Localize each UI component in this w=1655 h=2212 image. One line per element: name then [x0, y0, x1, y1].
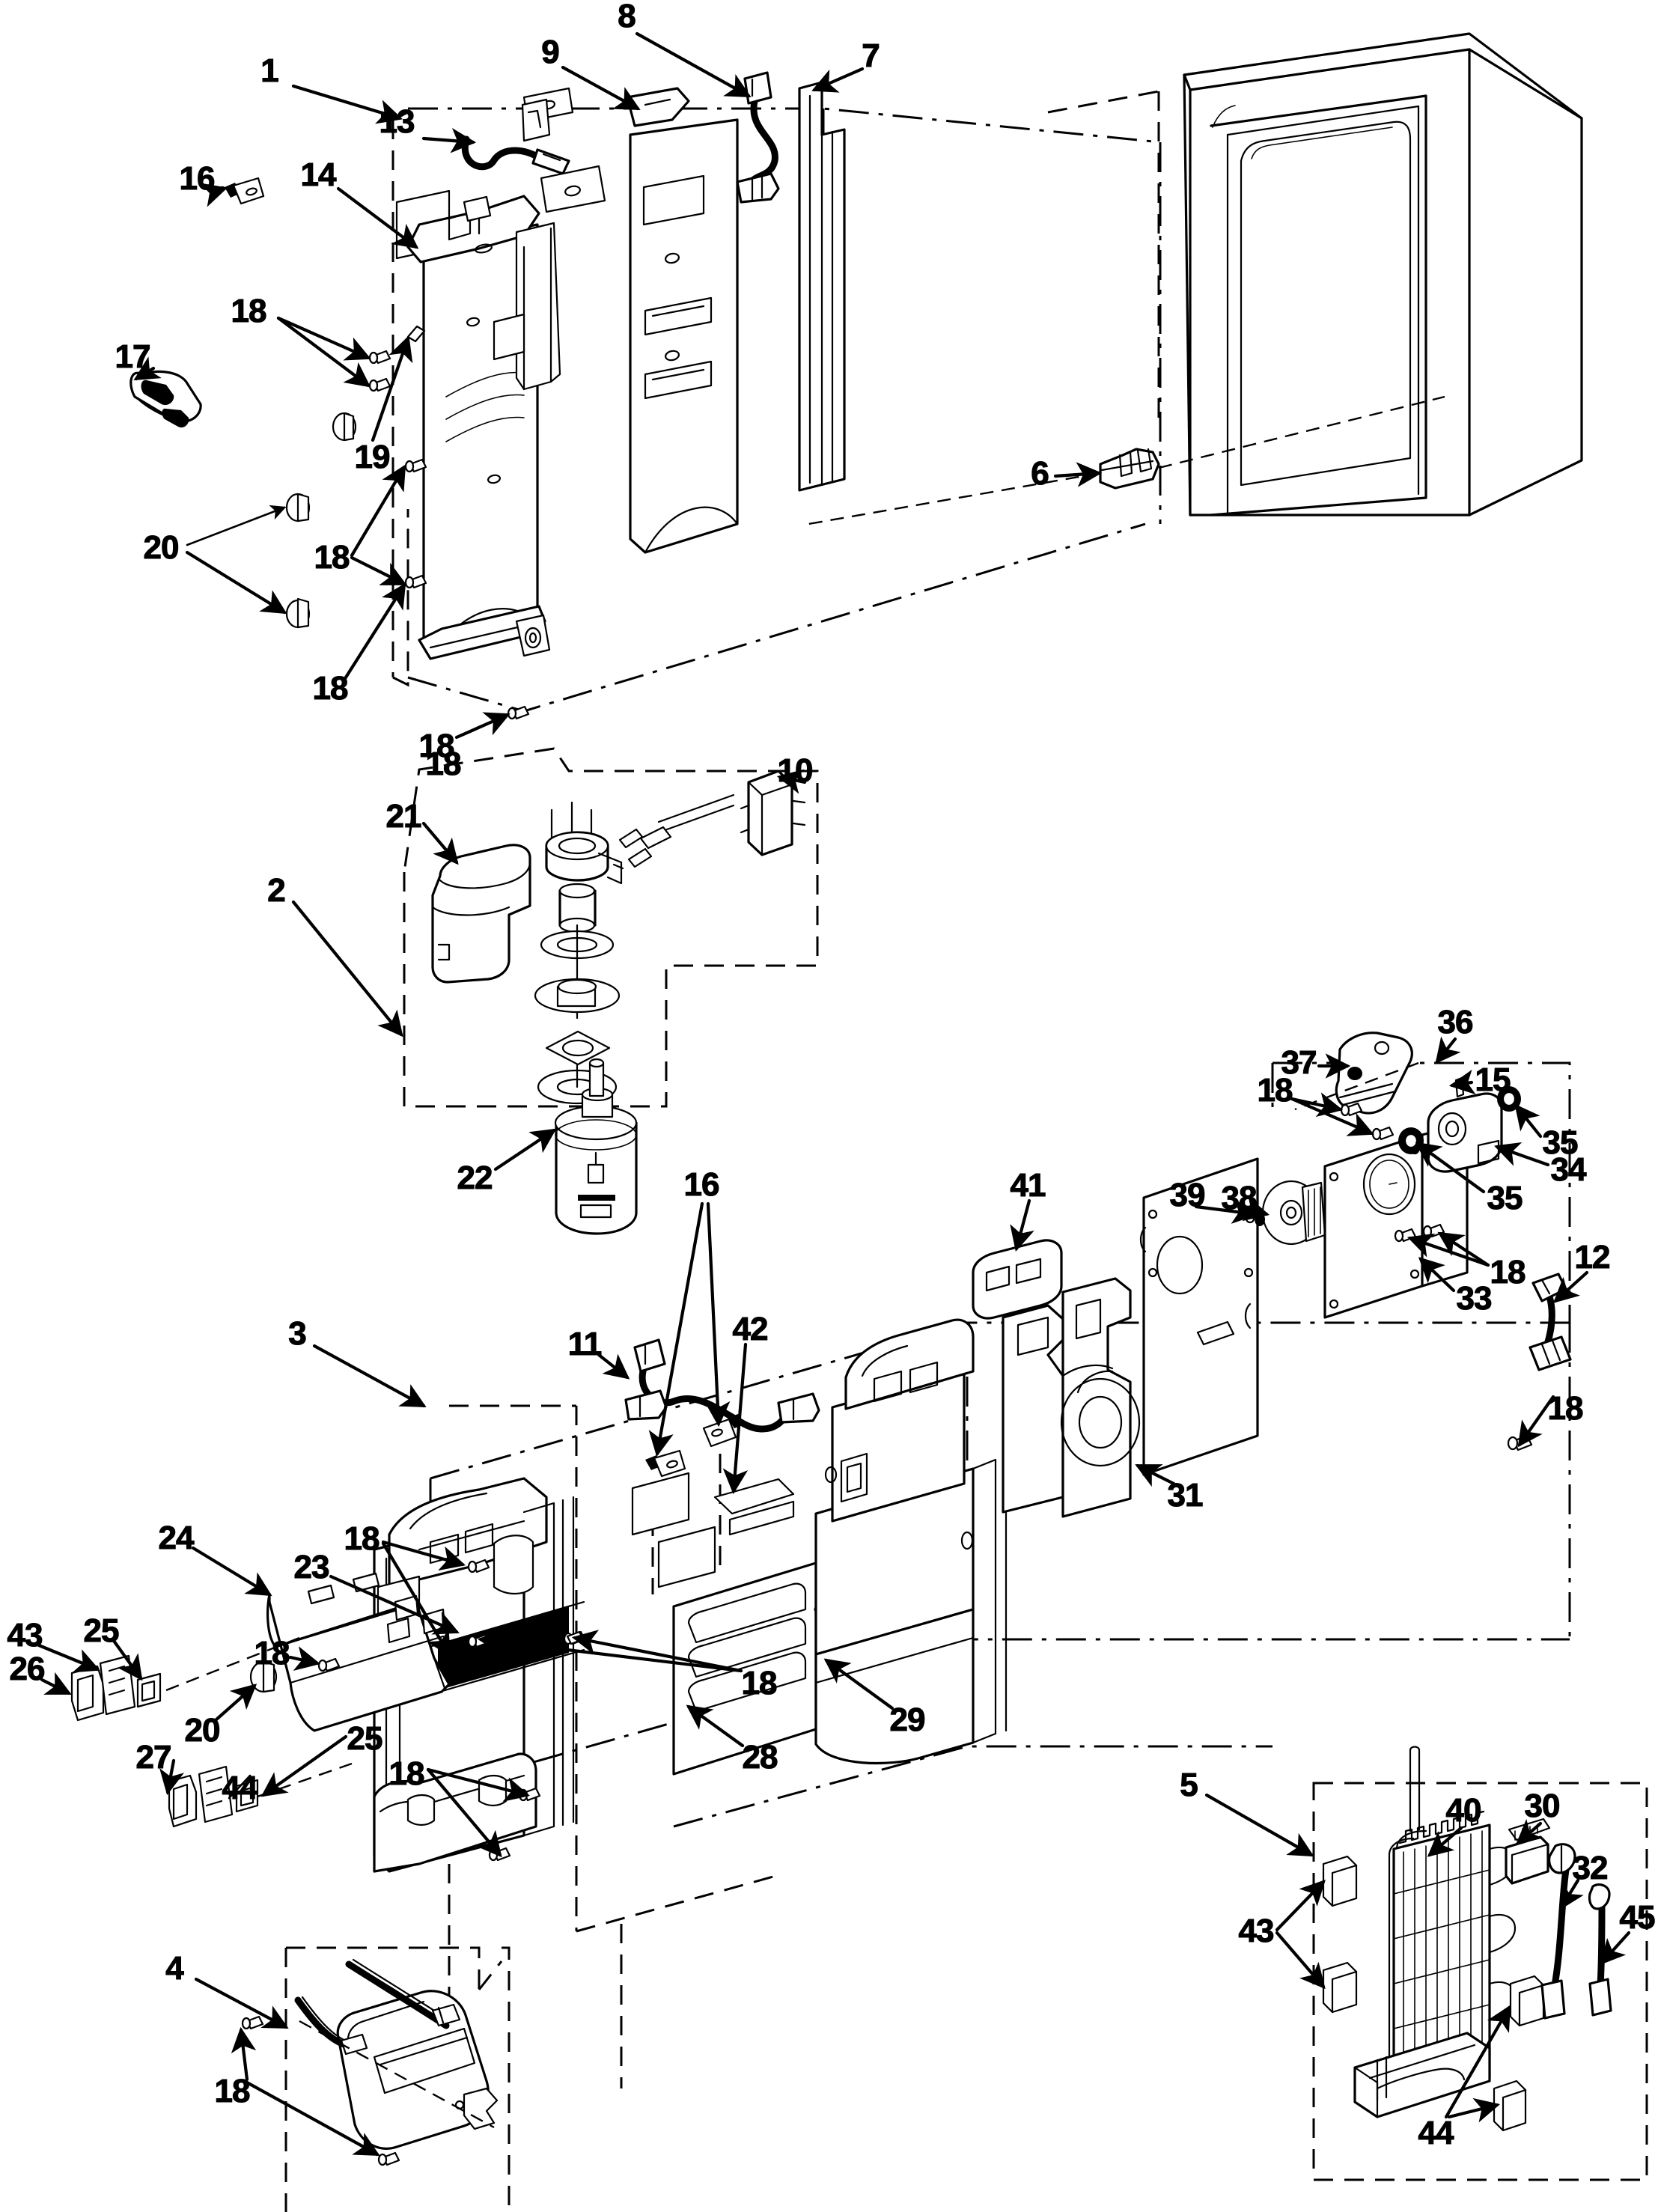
callout-18-screw[interactable]: 18 — [1257, 1072, 1293, 1109]
callout-19-handle-spacer[interactable]: 19 — [354, 439, 391, 475]
callout-20-hole-plug-cap[interactable]: 20 — [143, 529, 180, 566]
wire-harness-11 — [624, 1338, 820, 1433]
callout-8-dispenser-wire-harness[interactable]: 8 — [618, 0, 637, 34]
callout-44-clip[interactable]: 44 — [1418, 2115, 1454, 2151]
callout-35-grommet[interactable]: 35 — [1487, 1180, 1523, 1216]
callout-18-screw[interactable]: 18 — [1490, 1254, 1526, 1291]
callout-14-door-handle-top-cap[interactable]: 14 — [300, 156, 337, 193]
callout-18-screw[interactable]: 18 — [388, 1755, 425, 1792]
door-stopper-catch — [1099, 448, 1160, 490]
callout-9-hinge-bracket-upper[interactable]: 9 — [541, 34, 561, 70]
fan-motor-bracket — [1335, 1032, 1413, 1115]
callout-18-screw[interactable]: 18 — [344, 1520, 380, 1557]
door-lower-hinge — [418, 605, 551, 660]
fan-shroud-foam — [1002, 1277, 1141, 1518]
callout-18-screw[interactable]: 18 — [1547, 1390, 1584, 1427]
callout-20-hole-plug-cap[interactable]: 20 — [184, 1712, 221, 1749]
callout-35-grommet[interactable]: 35 — [1542, 1124, 1579, 1161]
callout-45-sensor-wire[interactable]: 45 — [1619, 1899, 1655, 1936]
callout-18-screw[interactable]: 18 — [254, 1635, 290, 1672]
callout-38-fan-blade[interactable]: 38 — [1221, 1180, 1258, 1216]
callout-25-switch-cap[interactable]: 25 — [347, 1720, 383, 1757]
ice-maker-motor — [554, 1058, 638, 1235]
callout-18-screw[interactable]: 18 — [314, 539, 350, 576]
group-4-boundary — [284, 1946, 510, 2212]
callout-21-ice-maker-cover[interactable]: 21 — [385, 798, 422, 835]
callout-23-dispenser-panel[interactable]: 23 — [293, 1549, 330, 1585]
door-trim-strip — [798, 81, 846, 492]
group-5-boundary — [1312, 1782, 1648, 2181]
callout-33-fan-housing-plate[interactable]: 33 — [1456, 1280, 1493, 1317]
callout-29-defrost-heater-grille[interactable]: 29 — [889, 1701, 926, 1738]
hole-plug-caps — [285, 493, 311, 629]
leader-lines — [37, 31, 1631, 2157]
callout-11-wire-harness[interactable]: 11 — [567, 1326, 603, 1362]
callout-1-freezer-door-assembly[interactable]: 1 — [260, 52, 280, 89]
lamp-bulb-top — [225, 177, 265, 205]
refrigerator-cabinet — [1183, 32, 1583, 517]
callout-44-clip[interactable]: 44 — [222, 1770, 258, 1806]
callout-6-door-stopper-catch[interactable]: 6 — [1031, 455, 1050, 492]
dispenser-switches-left — [70, 1654, 278, 1828]
callout-28-freezer-inner-door-panel[interactable]: 28 — [742, 1739, 778, 1776]
callout-17-door-handle[interactable]: 17 — [115, 338, 151, 375]
callout-42-insulation-pad[interactable]: 42 — [732, 1311, 769, 1347]
callout-10-ice-maker-control-module[interactable]: 10 — [777, 752, 814, 789]
callout-3-freezer-inner-liner-assembly[interactable]: 3 — [288, 1315, 308, 1352]
callout-12-defrost-thermostat-harness[interactable]: 12 — [1574, 1239, 1611, 1276]
callout-41-dispenser-switch-cover[interactable]: 41 — [1010, 1167, 1046, 1204]
dispenser-front-cover — [266, 1572, 451, 1732]
callout-24-dispenser-front-cover[interactable]: 24 — [158, 1520, 195, 1556]
callout-40-evaporator-coil[interactable]: 40 — [1445, 1792, 1482, 1829]
ice-maker-cover — [431, 844, 531, 984]
callout-18-screw[interactable]: 18 — [741, 1665, 778, 1701]
callout-30-defrost-thermostat[interactable]: 30 — [1524, 1788, 1561, 1824]
callout-43-mounting-clip[interactable]: 43 — [7, 1617, 43, 1654]
water-tank-assembly — [241, 1958, 499, 2166]
evaporator-assembly — [1353, 1746, 1517, 2118]
door-handle — [129, 370, 202, 428]
callout-34-fan-motor[interactable]: 34 — [1550, 1151, 1587, 1188]
callout-2-ice-maker-assembly[interactable]: 2 — [267, 872, 287, 909]
callout-4-water-tank-assembly[interactable]: 4 — [165, 1950, 185, 1987]
fan-motor-34 — [1398, 1086, 1521, 1173]
callout-31-evaporator-cover-panel[interactable]: 31 — [1167, 1477, 1204, 1514]
callout-39-fan-shroud[interactable]: 39 — [1169, 1177, 1206, 1213]
callout-26-dispenser-switch[interactable]: 26 — [9, 1651, 46, 1687]
sensor-wire — [1588, 1883, 1612, 2017]
callout-22-ice-maker-motor[interactable]: 22 — [457, 1160, 493, 1196]
evaporator-cover-panel — [1139, 1157, 1259, 1476]
group-2-boundary — [403, 747, 819, 1108]
callout-18-screw[interactable]: 18 — [231, 293, 267, 329]
door-handle-top-cap — [406, 195, 561, 391]
ice-bucket-module — [814, 1318, 1008, 1765]
callout-7-door-trim-strip[interactable]: 7 — [862, 37, 881, 74]
door-inner-panel — [626, 87, 739, 554]
dispenser-switch-cover — [972, 1239, 1063, 1320]
callout-36-duct-clip[interactable]: 36 — [1437, 1004, 1474, 1041]
callout-18-screw[interactable]: 18 — [425, 746, 462, 782]
callout-37-fan-motor-bracket[interactable]: 37 — [1281, 1044, 1317, 1081]
callout-16-lamp-bulb[interactable]: 16 — [179, 160, 216, 197]
callout-16-lamp-bulb[interactable]: 16 — [683, 1166, 720, 1203]
callout-27-light-switch[interactable]: 27 — [135, 1739, 172, 1776]
callout-18-screw[interactable]: 18 — [312, 670, 349, 707]
handle-spacers — [332, 412, 357, 442]
callout-18-screw[interactable]: 18 — [214, 2073, 251, 2109]
insulation-pads — [631, 1472, 795, 1588]
callout-15-pin[interactable]: 15 — [1475, 1061, 1511, 1098]
callout-18-screw[interactable]: 18 — [418, 728, 455, 764]
callout-43-mounting-clip[interactable]: 43 — [1238, 1913, 1275, 1949]
dispenser-wire-harness — [736, 71, 780, 204]
defrost-thermostat — [1505, 1818, 1551, 1885]
callout-5-evaporator-assembly[interactable]: 5 — [1180, 1767, 1199, 1803]
drain-heater-wire — [1540, 1843, 1576, 2020]
callout-13-door-harness[interactable]: 13 — [379, 103, 415, 140]
ice-maker-internals — [534, 793, 735, 1105]
callout-32-drain-heater-wire[interactable]: 32 — [1572, 1850, 1609, 1886]
door-harness — [461, 87, 606, 213]
callout-25-switch-cap[interactable]: 25 — [83, 1612, 120, 1649]
